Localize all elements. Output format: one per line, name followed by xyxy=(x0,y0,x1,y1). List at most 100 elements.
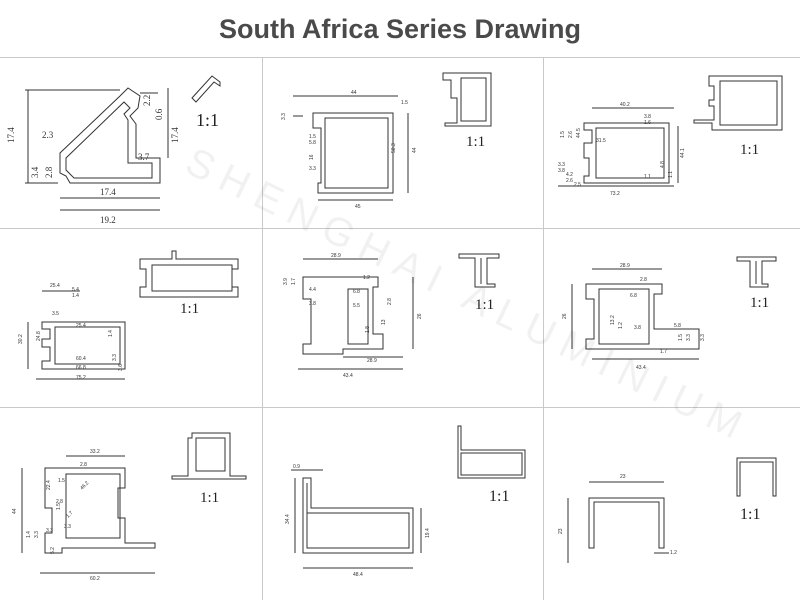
dim-label: 46.2 xyxy=(79,480,90,491)
dim-label: 75.2 xyxy=(76,375,86,381)
dim-label: 3.3 xyxy=(700,334,706,341)
dim-label: 26 xyxy=(562,313,568,319)
dim-label: 2.8 xyxy=(640,277,647,283)
dim-label: 28.9 xyxy=(620,263,630,269)
dim-label: 3.3 xyxy=(558,162,565,168)
dim-label: 2.2 xyxy=(142,95,152,106)
scale-label: 1:1 xyxy=(750,295,770,311)
dim-label: 73.2 xyxy=(610,191,620,197)
dim-label: 16 xyxy=(309,154,315,160)
dim-label: 1.7 xyxy=(660,349,667,355)
dim-label: 2.5 xyxy=(574,182,581,188)
dim-label: 1.5 xyxy=(56,503,62,510)
dim-label: 28.9 xyxy=(367,358,377,364)
dim-label: 1.7 xyxy=(291,278,297,285)
dim-label: 1.7 xyxy=(65,510,74,519)
drawing-cell-5: 28.9 3.9 1.7 6.8 5.5 4.4 3.8 1.2 2.8 13 … xyxy=(263,229,543,407)
dim-label: 3.5 xyxy=(52,311,59,317)
dim-label: 25.4 xyxy=(50,283,60,289)
dim-label: 17.4 xyxy=(170,127,180,143)
dim-label: 44 xyxy=(351,90,357,96)
dim-label: 13.2 xyxy=(610,315,616,325)
grid-line-top xyxy=(0,57,800,58)
dim-label: 22.4 xyxy=(46,480,52,490)
dim-label: 17.4 xyxy=(6,127,16,143)
dim-label: 1.2 xyxy=(618,322,624,329)
profile-drawing-5: 28.9 3.9 1.7 6.8 5.5 4.4 3.8 1.2 2.8 13 … xyxy=(283,253,500,379)
dim-label: 2.6 xyxy=(568,131,574,138)
dim-label: 23 xyxy=(558,528,564,534)
dim-label: 2.3 xyxy=(42,130,54,140)
dim-label: 17.4 xyxy=(100,187,116,197)
dim-label: 1.1 xyxy=(668,171,674,178)
scale-label: 1:1 xyxy=(466,134,486,150)
dim-label: 2.8 xyxy=(387,298,393,305)
dim-label: 60.4 xyxy=(76,356,86,362)
dim-label: 1.5 xyxy=(678,334,684,341)
dim-label: 1.4 xyxy=(72,293,79,299)
dim-label: 5.8 xyxy=(309,140,316,146)
grid-line-row1 xyxy=(0,228,800,229)
dim-label: 3.3 xyxy=(46,528,53,534)
dim-label: 1.4 xyxy=(26,531,32,538)
drawing-cell-7: 33.2 2.8 22.4 1.5 46.2 2.8 1.5 1.7 3.3 1… xyxy=(0,408,262,600)
dim-label: 28.9 xyxy=(331,253,341,259)
scale-label: 1:1 xyxy=(475,297,495,313)
dim-label: 0.9 xyxy=(293,464,300,470)
scale-label: 1:1 xyxy=(740,142,760,158)
dim-label: 44 xyxy=(412,147,418,153)
dim-label: 45 xyxy=(355,204,361,210)
dim-label: 33.2 xyxy=(90,449,100,455)
dim-label: 1.5 xyxy=(560,131,566,138)
dim-label: 1.5 xyxy=(58,478,65,484)
dim-label: 44.5 xyxy=(576,128,582,138)
dim-label: 1.2 xyxy=(670,550,677,556)
dim-label: 3.3 xyxy=(112,354,118,361)
dim-label: 4.4 xyxy=(309,287,316,293)
dim-label: 3.3 xyxy=(34,531,40,538)
drawing-cell-6: 28.9 2.8 6.8 26 13.2 1.2 3.8 5.8 1.5 3.3… xyxy=(544,229,800,407)
dim-label: 2.8 xyxy=(80,462,87,468)
profile-drawing-7: 33.2 2.8 22.4 1.5 46.2 2.8 1.5 1.7 3.3 1… xyxy=(12,432,247,582)
dim-label: 26 xyxy=(417,313,423,319)
profile-drawing-1: 17.4 2.3 3.4 2.8 3.7 2.2 0.6 17.4 17.4 1… xyxy=(6,75,221,225)
scale-label: 1:1 xyxy=(196,110,220,130)
dim-label: 3.8 xyxy=(558,168,565,174)
dim-label: 5.5 xyxy=(353,303,360,309)
dim-label: 66.8 xyxy=(76,365,86,371)
dim-label: 1.6 xyxy=(644,120,651,126)
dim-label: 3.4 xyxy=(30,166,40,178)
dim-label: 19.4 xyxy=(425,528,431,538)
dim-label: 3.9 xyxy=(283,278,289,285)
dim-label: 3.3 xyxy=(686,334,692,341)
dim-label: 3.7 xyxy=(138,152,150,162)
dim-label: 25.4 xyxy=(76,323,86,329)
dim-label: 50.3 xyxy=(391,143,397,153)
grid-line-col1 xyxy=(262,57,263,600)
dim-label: 43.4 xyxy=(343,373,353,379)
dim-label: 3.3 xyxy=(281,113,287,120)
dim-label: 60.2 xyxy=(90,576,100,582)
dim-label: 4.8 xyxy=(660,161,666,168)
profile-drawing-8: 0.9 34.4 19.4 48.4 xyxy=(285,425,526,578)
dim-label: 2.8 xyxy=(56,499,63,505)
profile-drawing-6: 28.9 2.8 6.8 26 13.2 1.2 3.8 5.8 1.5 3.3… xyxy=(562,256,777,371)
dim-label: 13 xyxy=(381,319,387,325)
dim-label: 1.5 xyxy=(309,134,316,140)
dim-label: 24.8 xyxy=(36,331,42,341)
profile-drawing-2: 44 3.3 1.5 5.8 16 3.3 1.5 50.3 44 45 xyxy=(281,72,492,210)
dim-label: 23 xyxy=(620,474,626,480)
dim-label: 3.8 xyxy=(634,325,641,331)
profile-drawing-4: 25.4 5.4 1.4 3.5 25.4 30.2 24.8 1.4 60.4… xyxy=(18,250,239,381)
profile-drawing-3: 40.2 3.8 1.6 1.5 2.6 44.5 31.5 4.8 1.1 3… xyxy=(558,75,783,197)
scale-label: 1:1 xyxy=(180,301,200,317)
scale-label: 1:1 xyxy=(740,506,761,523)
dim-label: 31.5 xyxy=(596,138,606,144)
grid-line-row2 xyxy=(0,407,800,408)
dim-label: 44 xyxy=(12,508,18,514)
scale-label: 1:1 xyxy=(489,488,510,505)
scale-label: 1:1 xyxy=(200,490,220,506)
dim-label: 5.4 xyxy=(72,287,79,293)
dim-label: 6.8 xyxy=(630,293,637,299)
dim-label: 34.4 xyxy=(285,514,291,524)
